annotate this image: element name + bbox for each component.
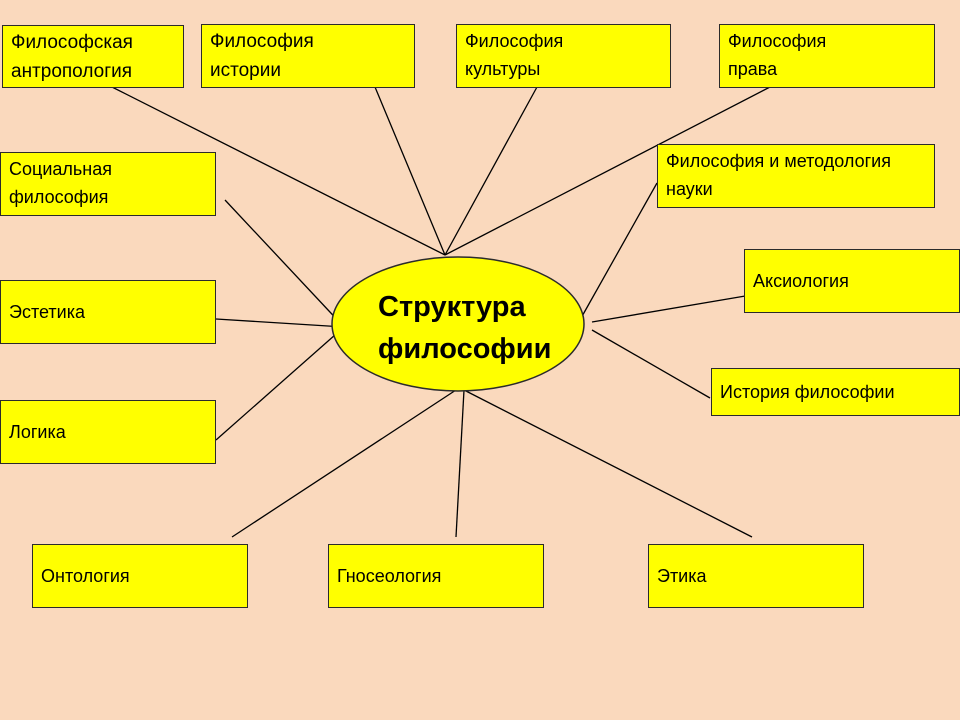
connector-logic [215, 326, 345, 441]
node-philosophy-of-culture: Философия культуры [456, 24, 671, 88]
node-ontology: Онтология [32, 544, 248, 608]
connector-ontology [231, 389, 457, 538]
node-aesthetics: Эстетика [0, 280, 216, 344]
connector-history [374, 86, 446, 256]
node-logic: Логика [0, 400, 216, 464]
node-philosophy-of-history: Философия истории [201, 24, 415, 88]
connector-axiology [591, 292, 764, 323]
node-axiology: Аксиология [744, 249, 960, 313]
node-philosophy-of-law: Философия права [719, 24, 935, 88]
node-gnoseology: Гносеология [328, 544, 544, 608]
connector-science [575, 182, 658, 328]
connector-ethics [463, 389, 753, 538]
node-philosophical-anthropology: Философская антропология [2, 25, 184, 88]
connector-history-of-philosophy [591, 329, 711, 399]
connector-social [224, 199, 345, 328]
node-social-philosophy: Социальная философия [0, 152, 216, 216]
connector-gnoseology [455, 389, 465, 538]
center-ellipse [331, 256, 585, 392]
node-philosophy-of-science: Философия и методология науки [657, 144, 935, 208]
connector-aesthetics [215, 318, 345, 328]
connector-law [444, 86, 771, 256]
connector-culture [444, 86, 538, 256]
center-title: Структура философии [378, 291, 552, 365]
node-history-of-philosophy: История философии [711, 368, 960, 416]
node-ethics: Этика [648, 544, 864, 608]
connector-anthropology [111, 86, 446, 256]
